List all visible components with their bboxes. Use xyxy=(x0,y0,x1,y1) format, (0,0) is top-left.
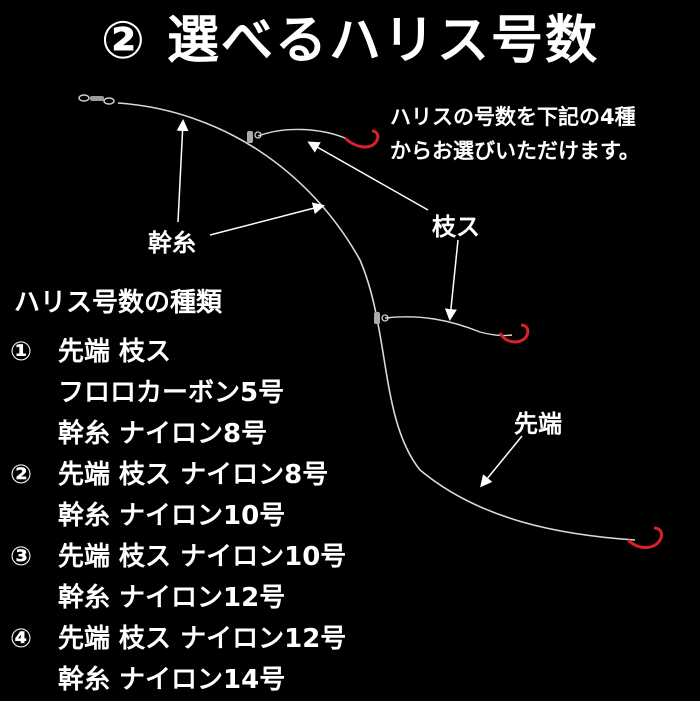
type-line: 幹糸 ナイロン12号 xyxy=(58,583,286,613)
type-item-3: ③ 先端 枝ス ナイロン10号 xyxy=(10,537,346,578)
upper-branch-swivel-icon xyxy=(247,131,262,143)
label-mikiito: 幹糸 xyxy=(148,229,196,257)
note-line: ハリスの号数を下記の4種 xyxy=(390,105,636,129)
type-number: ③ xyxy=(10,542,33,572)
arrow-mikiito-up xyxy=(176,119,189,223)
type-line: 幹糸 ナイロン14号 xyxy=(58,665,286,695)
type-line: 先端 枝ス ナイロン10号 xyxy=(58,542,347,572)
type-item-1: ① 先端 枝ス xyxy=(10,332,346,373)
type-number: ① xyxy=(10,337,33,367)
type-number: ② xyxy=(10,460,33,490)
arrow-edasu-lower xyxy=(444,239,459,321)
type-item-2: ② 先端 枝ス ナイロン8号 xyxy=(10,455,346,496)
arrow-mikiito-right xyxy=(209,202,325,236)
note-line: からお選びいただけます。 xyxy=(390,139,640,163)
note-text: ハリスの号数を下記の4種 からお選びいただけます。 xyxy=(390,100,690,168)
types-heading: ハリス号数の種類 xyxy=(14,288,223,318)
middle-hook-icon xyxy=(498,323,530,344)
type-line: 幹糸 ナイロン8号 xyxy=(58,419,268,449)
type-line: 幹糸 ナイロン10号 xyxy=(58,501,286,531)
main-line xyxy=(117,102,636,541)
arrow-sakitan xyxy=(480,435,523,488)
type-item-4: ④ 先端 枝ス ナイロン12号 xyxy=(10,619,346,660)
end-hook-icon xyxy=(626,526,664,549)
top-swivel-icon xyxy=(78,94,115,105)
upper-hook-icon xyxy=(343,129,380,149)
arrow-edasu-upper xyxy=(307,141,429,211)
upper-branch-line xyxy=(257,128,346,139)
type-line: 先端 枝ス ナイロン8号 xyxy=(58,460,329,490)
type-line: 先端 枝ス xyxy=(58,337,172,367)
middle-branch-line xyxy=(384,316,513,337)
label-sakitan: 先端 xyxy=(514,410,562,438)
label-edasu: 枝ス xyxy=(432,213,480,241)
type-number: ④ xyxy=(10,624,33,654)
types-list: ① 先端 枝ス フロロカーボン5号 幹糸 ナイロン8号 ② 先端 枝ス ナイロン8号… xyxy=(10,332,346,701)
type-line: 先端 枝ス ナイロン12号 xyxy=(58,624,347,654)
page-title: ② 選べるハリス号数 xyxy=(100,11,600,71)
type-line: フロロカーボン5号 xyxy=(58,378,285,408)
